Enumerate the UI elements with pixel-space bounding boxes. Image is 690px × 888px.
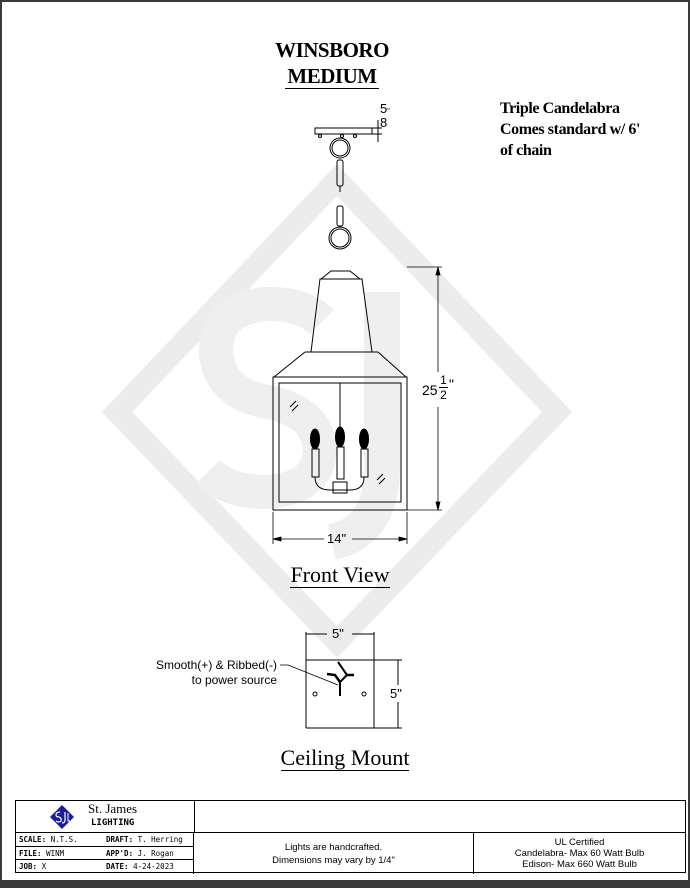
product-title: WINSBORO (275, 38, 389, 62)
dim-den: 8 (380, 115, 388, 130)
company-name: St. James (88, 801, 138, 816)
dim-den: 2 (440, 388, 447, 402)
appd-label: APP'D: (106, 848, 134, 858)
width-dimension: 14" (327, 531, 347, 546)
dim-whole: 25 (422, 382, 438, 398)
company-logo-icon (50, 805, 74, 829)
company-subname: LIGHTING (91, 818, 135, 828)
wiring-callout: Smooth(+) & Ribbed(-) to power source (122, 658, 277, 688)
product-note: Triple Candelabra Comes standard w/ 6' o… (500, 98, 640, 161)
scale-label: SCALE: (19, 835, 47, 844)
job-label: JOB: (19, 862, 38, 872)
ul-certification: UL Certified Candelabra- Max 60 Watt Bul… (474, 833, 685, 874)
watermark-s-shape (195, 286, 338, 510)
note-line: Lights are handcrafted. (284, 842, 383, 853)
product-size-text: MEDIUM (285, 64, 379, 89)
height-dimension: 25 1 2 " (422, 374, 456, 406)
ul-line: Edison- Max 660 Watt Bulb (522, 859, 637, 870)
company-logo-block: St. James LIGHTING (16, 801, 195, 833)
callout-line: to power source (191, 673, 277, 687)
note-line: Dimensions may vary by 1/4" (272, 855, 395, 866)
dim-unit: " (387, 108, 390, 115)
handcrafted-note: Lights are handcrafted. Dimensions may v… (194, 833, 474, 874)
scale-value: N.T.S. (50, 835, 78, 844)
title-block: St. James LIGHTING SCALE: N.T.S. DRAFT: T… (15, 800, 686, 874)
ceiling-mount-plate (280, 632, 402, 729)
dim-num: 5 (380, 101, 388, 116)
note-line: of chain (500, 142, 552, 159)
front-view-caption: Front View (190, 562, 490, 588)
draft-label: DRAFT: (106, 835, 134, 844)
ul-line: Candelabra- Max 60 Watt Bulb (514, 848, 645, 859)
ceiling-mount-caption: Ceiling Mount (195, 745, 495, 771)
appd-value: J. Rogan (137, 848, 174, 858)
mount-width-dimension: 5" (332, 626, 344, 641)
title-block-row: SCALE: N.T.S. DRAFT: T. Herring FILE: WIN… (16, 832, 685, 874)
product-size: MEDIUM (2, 64, 662, 89)
dim-num: 1 (439, 373, 448, 388)
dim-unit: " (449, 376, 454, 392)
draft-value: T. Herring (137, 835, 183, 844)
date-label: DATE: (106, 862, 129, 872)
job-value: X (41, 862, 47, 872)
dimension-lines (272, 266, 442, 544)
note-line: Triple Candelabra (500, 100, 620, 117)
callout-line: Smooth(+) & Ribbed(-) (155, 658, 277, 672)
drawing-meta: SCALE: N.T.S. DRAFT: T. Herring FILE: WIN… (16, 833, 194, 874)
file-value: WINM (46, 848, 65, 858)
caption-text: Front View (290, 562, 390, 588)
ul-line: UL Certified (554, 837, 605, 848)
note-line: Comes standard w/ 6' (500, 121, 641, 138)
canopy-icon (314, 120, 382, 250)
mount-height-dimension: 5" (390, 686, 402, 701)
caption-text: Ceiling Mount (280, 745, 410, 771)
date-value: 4-24-2023 (133, 862, 174, 872)
lantern-icon (272, 270, 408, 511)
canopy-dimension: 5" 8 (380, 101, 390, 130)
file-label: FILE: (19, 848, 42, 858)
